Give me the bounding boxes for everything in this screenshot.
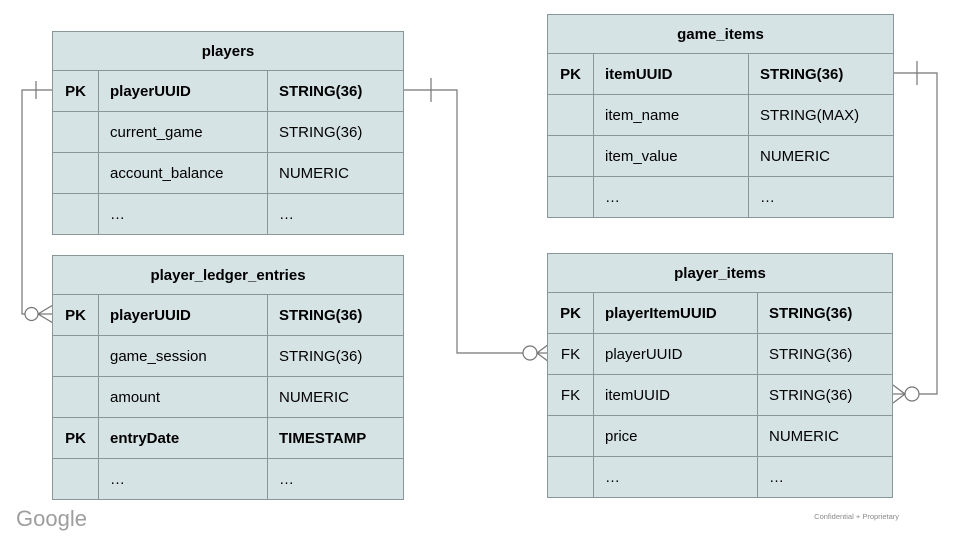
- table-player-ledger-entries: player_ledger_entries PK playerUUID STRI…: [52, 255, 404, 500]
- column-name-cell: item_value: [593, 135, 749, 177]
- column-type-cell: NUMERIC: [267, 152, 404, 194]
- key-cell: [52, 152, 99, 194]
- column-name-cell: …: [98, 458, 268, 500]
- column-type-cell: STRING(36): [748, 53, 894, 95]
- table-title: player_items: [547, 253, 893, 293]
- column-type-cell: …: [748, 176, 894, 218]
- table-row: PK playerItemUUID STRING(36): [547, 292, 893, 334]
- table-player-items: player_items PK playerItemUUID STRING(36…: [547, 253, 893, 498]
- table-row: … …: [547, 456, 893, 498]
- key-cell: [547, 456, 594, 498]
- table-row: FK playerUUID STRING(36): [547, 333, 893, 375]
- column-name-cell: playerUUID: [593, 333, 758, 375]
- table-row: PK playerUUID STRING(36): [52, 294, 404, 336]
- relationship-gameitems-playeritems-line: [892, 61, 938, 404]
- column-name-cell: current_game: [98, 111, 268, 153]
- column-type-cell: STRING(36): [757, 292, 893, 334]
- table-row: FK itemUUID STRING(36): [547, 374, 893, 416]
- table-row: price NUMERIC: [547, 415, 893, 457]
- column-type-cell: STRING(36): [267, 294, 404, 336]
- google-logo: Google: [16, 506, 87, 531]
- column-name-cell: entryDate: [98, 417, 268, 459]
- column-type-cell: STRING(MAX): [748, 94, 894, 136]
- key-cell: FK: [547, 374, 594, 416]
- table-header-row: game_items: [547, 14, 894, 54]
- table-header-row: players: [52, 31, 404, 71]
- table-row: item_name STRING(MAX): [547, 94, 894, 136]
- column-name-cell: game_session: [98, 335, 268, 377]
- key-cell: [52, 376, 99, 418]
- table-row: game_session STRING(36): [52, 335, 404, 377]
- column-name-cell: playerUUID: [98, 70, 268, 112]
- table-title: players: [52, 31, 404, 71]
- key-cell: [52, 458, 99, 500]
- column-type-cell: STRING(36): [267, 111, 404, 153]
- column-type-cell: TIMESTAMP: [267, 417, 404, 459]
- confidentiality-note: Confidential + Proprietary: [814, 512, 899, 521]
- column-name-cell: price: [593, 415, 758, 457]
- column-type-cell: STRING(36): [267, 335, 404, 377]
- column-type-cell: …: [267, 193, 404, 235]
- table-row: PK playerUUID STRING(36): [52, 70, 404, 112]
- table-row: … …: [547, 176, 894, 218]
- column-name-cell: …: [593, 176, 749, 218]
- column-name-cell: playerUUID: [98, 294, 268, 336]
- key-cell: [52, 111, 99, 153]
- table-players: players PK playerUUID STRING(36) current…: [52, 31, 404, 235]
- table-row: … …: [52, 458, 404, 500]
- column-type-cell: NUMERIC: [757, 415, 893, 457]
- relationship-players-ledger-line: [21, 81, 54, 324]
- column-name-cell: …: [593, 456, 758, 498]
- key-cell: FK: [547, 333, 594, 375]
- column-type-cell: …: [267, 458, 404, 500]
- key-cell: [547, 135, 594, 177]
- key-cell: [547, 94, 594, 136]
- key-cell: PK: [547, 292, 594, 334]
- column-name-cell: playerItemUUID: [593, 292, 758, 334]
- column-type-cell: STRING(36): [267, 70, 404, 112]
- table-title: player_ledger_entries: [52, 255, 404, 295]
- table-game-items: game_items PK itemUUID STRING(36) item_n…: [547, 14, 894, 218]
- table-row: … …: [52, 193, 404, 235]
- column-type-cell: NUMERIC: [267, 376, 404, 418]
- table-row: account_balance NUMERIC: [52, 152, 404, 194]
- column-type-cell: STRING(36): [757, 374, 893, 416]
- key-cell: PK: [52, 70, 99, 112]
- key-cell: [52, 193, 99, 235]
- column-name-cell: itemUUID: [593, 53, 749, 95]
- table-row: PK itemUUID STRING(36): [547, 53, 894, 95]
- table-header-row: player_ledger_entries: [52, 255, 404, 295]
- table-row: item_value NUMERIC: [547, 135, 894, 177]
- key-cell: [547, 415, 594, 457]
- table-row: PK entryDate TIMESTAMP: [52, 417, 404, 459]
- key-cell: PK: [52, 294, 99, 336]
- column-type-cell: NUMERIC: [748, 135, 894, 177]
- column-name-cell: account_balance: [98, 152, 268, 194]
- column-type-cell: STRING(36): [757, 333, 893, 375]
- column-name-cell: …: [98, 193, 268, 235]
- column-type-cell: …: [757, 456, 893, 498]
- column-name-cell: itemUUID: [593, 374, 758, 416]
- key-cell: [52, 335, 99, 377]
- key-cell: [547, 176, 594, 218]
- key-cell: PK: [547, 53, 594, 95]
- column-name-cell: item_name: [593, 94, 749, 136]
- key-cell: PK: [52, 417, 99, 459]
- table-row: current_game STRING(36): [52, 111, 404, 153]
- relationship-players-items-line: [403, 78, 550, 363]
- table-title: game_items: [547, 14, 894, 54]
- table-header-row: player_items: [547, 253, 893, 293]
- column-name-cell: amount: [98, 376, 268, 418]
- table-row: amount NUMERIC: [52, 376, 404, 418]
